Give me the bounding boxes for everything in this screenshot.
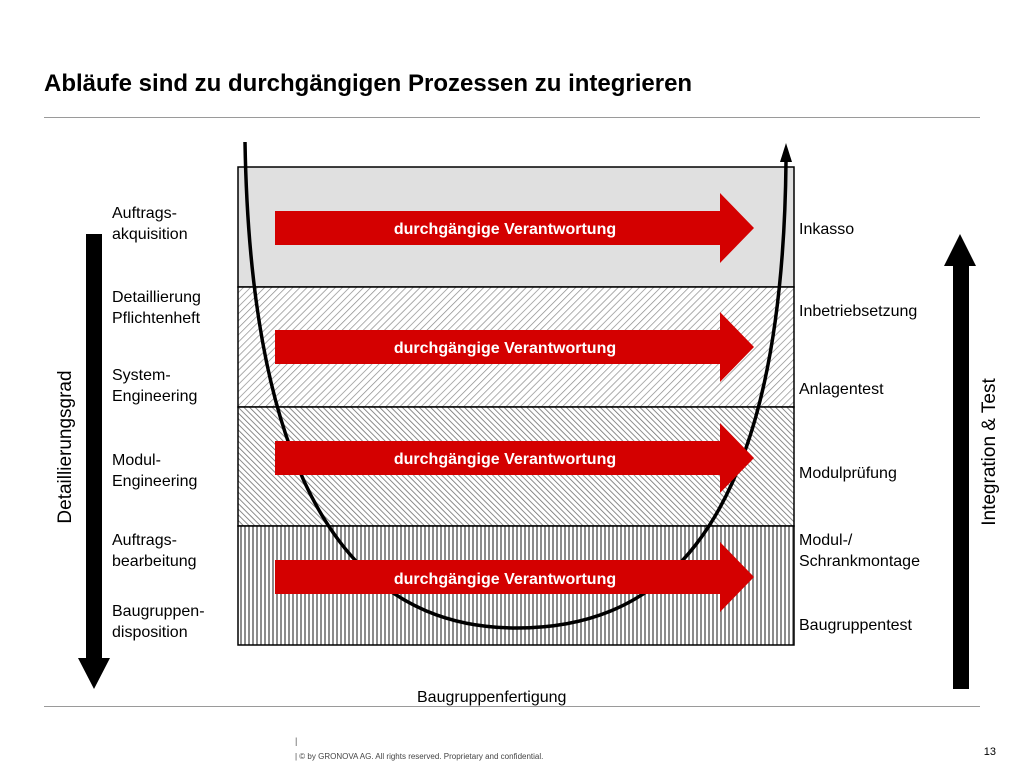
- responsibility-arrow: durchgängige Verantwortung: [275, 193, 754, 263]
- left-label-auftragsakquisition: Auftrags-akquisition: [112, 205, 188, 243]
- arrow-label: durchgängige Verantwortung: [394, 221, 616, 238]
- integration-test-label: Integration & Test: [979, 378, 1000, 526]
- detail-level-label: Detaillierungsgrad: [55, 370, 76, 524]
- bottom-label-baugruppenfertigung: Baugruppenfertigung: [417, 689, 567, 706]
- right-label-anlagentest: Anlagentest: [799, 381, 884, 398]
- responsibility-arrow: durchgängige Verantwortung: [275, 312, 754, 382]
- right-label-modulpruefung: Modulprüfung: [799, 465, 897, 482]
- footer-divider: [44, 706, 980, 707]
- detail-level-arrow: [78, 234, 110, 689]
- v-curve-arrowhead: [780, 143, 792, 162]
- right-label-baugruppentest: Baugruppentest: [799, 617, 912, 634]
- responsibility-arrow: durchgängige Verantwortung: [275, 542, 754, 612]
- footer-separator: |: [295, 736, 298, 746]
- right-label-schrankmontage: Modul-/Schrankmontage: [799, 532, 920, 570]
- arrow-label: durchgängige Verantwortung: [394, 571, 616, 588]
- left-label-baugruppendisposition: Baugruppen-disposition: [112, 603, 205, 641]
- right-label-inbetriebsetzung: Inbetriebsetzung: [799, 303, 918, 320]
- copyright-text: | © by GRONOVA AG. All rights reserved. …: [295, 752, 544, 761]
- right-label-inkasso: Inkasso: [799, 221, 855, 238]
- slide-title: Abläufe sind zu durchgängigen Prozessen …: [44, 70, 693, 97]
- arrow-label: durchgängige Verantwortung: [394, 340, 616, 357]
- left-label-auftragsbearbeitung: Auftrags-bearbeitung: [112, 532, 197, 570]
- integration-test-arrow: [944, 234, 976, 689]
- left-label-system-engineering: System-Engineering: [112, 367, 198, 405]
- page-number: 13: [983, 746, 996, 758]
- title-divider: [44, 117, 980, 118]
- left-label-modul-engineering: Modul-Engineering: [112, 452, 198, 490]
- arrow-label: durchgängige Verantwortung: [394, 451, 616, 468]
- responsibility-arrow: durchgängige Verantwortung: [275, 423, 754, 493]
